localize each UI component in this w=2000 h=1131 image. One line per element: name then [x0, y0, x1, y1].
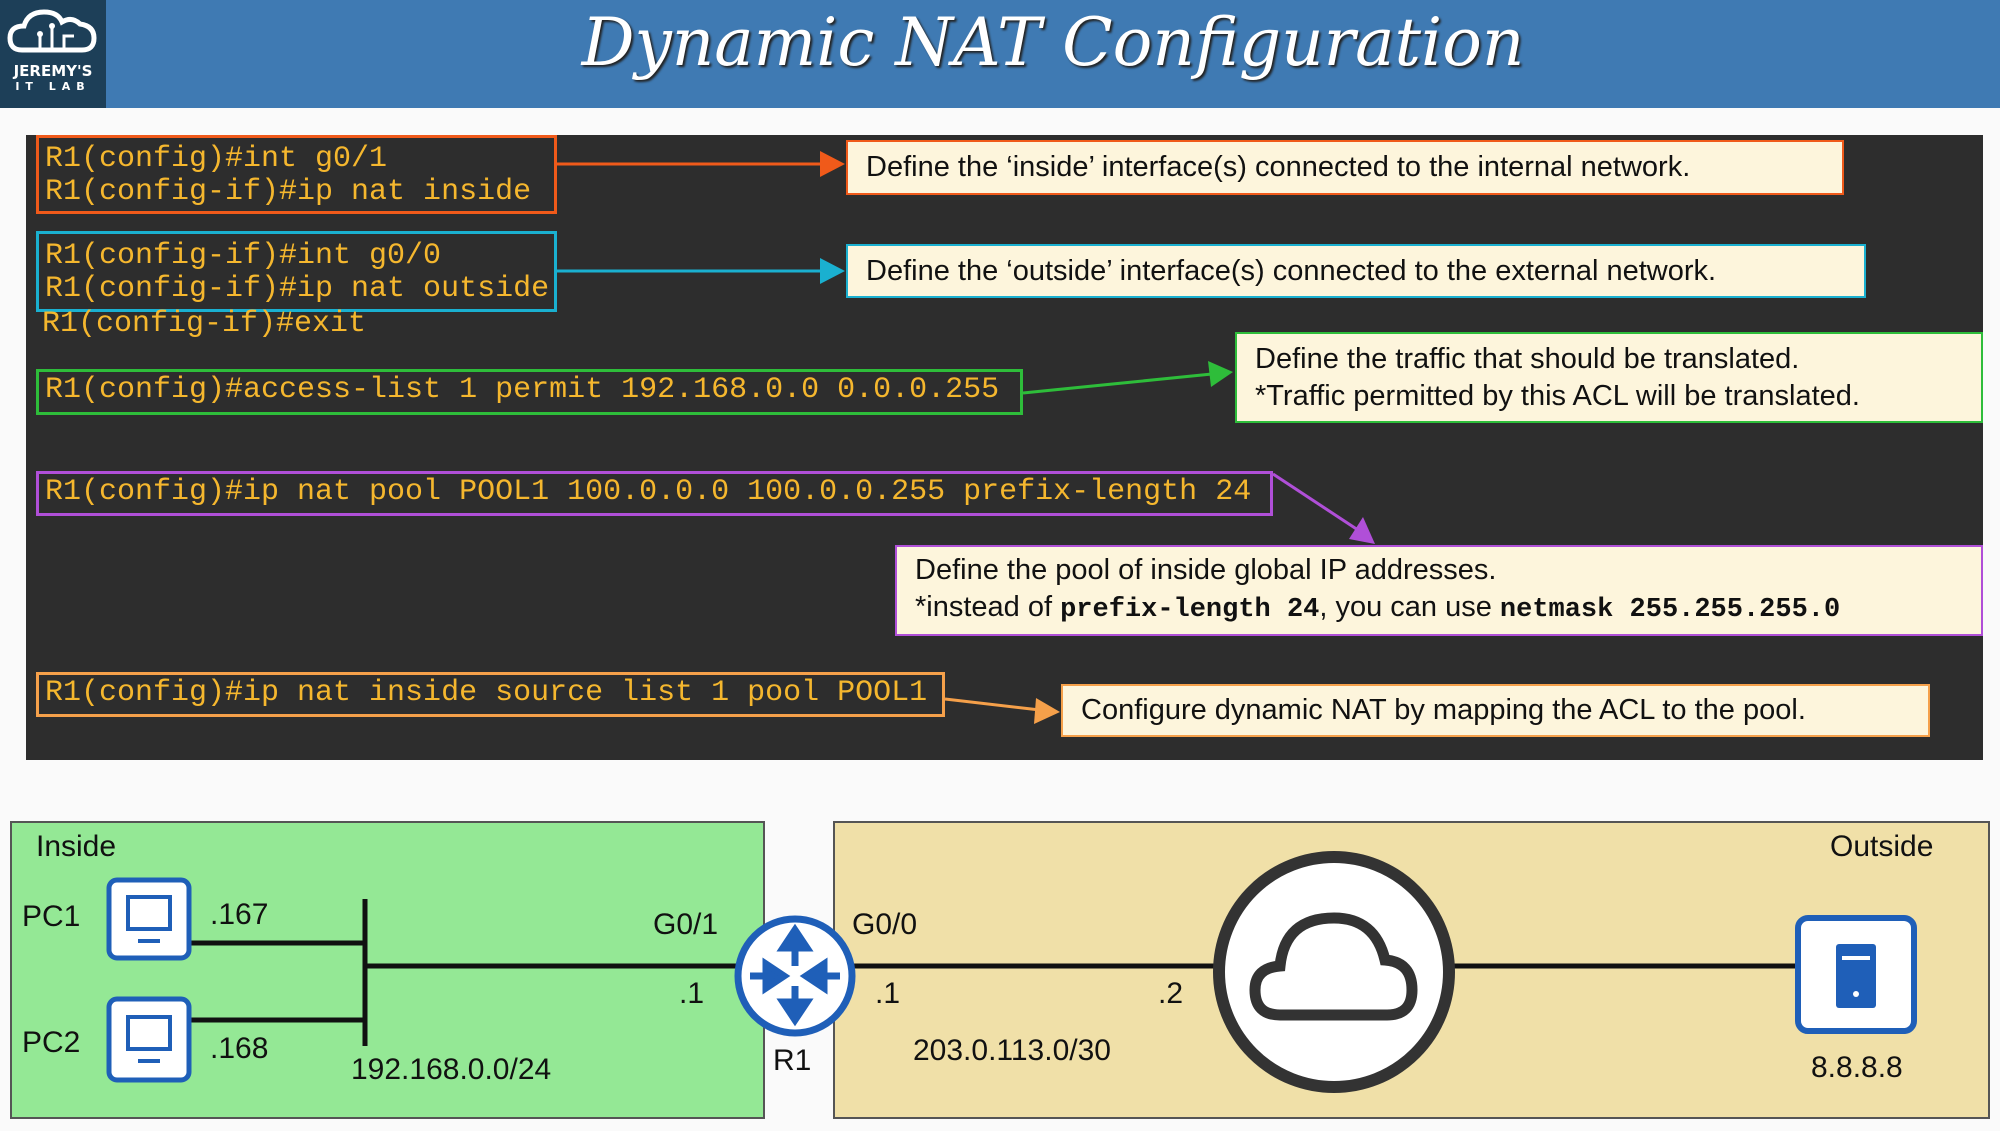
logo-subtext: IT LAB	[15, 80, 91, 93]
callout-nat: Configure dynamic NAT by mapping the ACL…	[1061, 684, 1930, 737]
slide-header	[0, 0, 2000, 108]
pc1-ip: .167	[210, 898, 269, 931]
arrow-acl	[1022, 372, 1213, 395]
pc1-label: PC1	[22, 900, 81, 933]
exit-command: R1(config-if)#exit	[42, 307, 367, 341]
r1-g00-ip: .1	[875, 977, 901, 1010]
arrow-outside-head	[820, 258, 845, 284]
outside-label: Outside	[1830, 830, 1934, 863]
pc1-icon	[106, 877, 192, 961]
logo-cloud-icon	[7, 9, 97, 53]
nat-pool-command: R1(config)#ip nat pool POOL1 100.0.0.0 1…	[36, 471, 1273, 516]
arrow-pool-head	[1349, 517, 1375, 544]
inside-label: Inside	[36, 830, 117, 863]
callout-pool: Define the pool of inside global IP addr…	[895, 545, 1983, 636]
nat-mapping-command: R1(config)#ip nat inside source list 1 p…	[36, 672, 945, 717]
arrow-nat	[944, 697, 1041, 712]
server-ip: 8.8.8.8	[1811, 1051, 1903, 1084]
code-line: R1(config-if)#int g0/0	[45, 239, 442, 273]
pc2-ip: .168	[210, 1032, 269, 1065]
callout-text: Define the ‘outside’ interface(s) connec…	[866, 254, 1717, 287]
page-title: Dynamic NAT Configuration	[581, 4, 1525, 81]
callout-text: *Traffic permitted by this ACL will be t…	[1255, 379, 1860, 412]
callout-text: Define the traffic that should be transl…	[1255, 342, 1800, 375]
pc2-icon	[106, 996, 192, 1083]
acl-command: R1(config)#access-list 1 permit 192.168.…	[36, 369, 1023, 415]
callout-acl: Define the traffic that should be transl…	[1235, 332, 1983, 423]
callout-outside: Define the ‘outside’ interface(s) connec…	[846, 244, 1866, 298]
code-snippet: netmask 255.255.255.0	[1499, 595, 1841, 625]
callout-text-line2: *instead of prefix-length 24, you can us…	[915, 589, 1963, 629]
r1-g01-label: G0/1	[653, 908, 719, 941]
arrow-nat-head	[1034, 698, 1060, 724]
code-line: R1(config)#int g0/1	[45, 142, 388, 176]
callout-text: *instead of	[915, 591, 1061, 623]
router-label: R1	[773, 1044, 812, 1077]
pc2-label: PC2	[22, 1026, 81, 1059]
logo-text: JEREMY'S	[13, 62, 93, 80]
callout-text: Define the ‘inside’ interface(s) connect…	[866, 151, 1691, 183]
r1-g01-ip: .1	[679, 977, 705, 1010]
arrow-pool	[1272, 472, 1359, 532]
server-icon	[1795, 915, 1917, 1034]
callout-text: , you can use	[1319, 591, 1500, 623]
arrow-acl-head	[1208, 361, 1233, 387]
cli-panel	[26, 135, 1983, 760]
outside-subnet: 203.0.113.0/30	[913, 1034, 1111, 1067]
arrow-inside-head	[820, 151, 845, 177]
logo: JEREMY'S IT LAB	[0, 0, 106, 108]
code-snippet: prefix-length 24	[1060, 595, 1320, 625]
code-line: R1(config-if)#ip nat outside	[45, 272, 550, 306]
callout-text: Define the pool of inside global IP addr…	[915, 554, 1497, 586]
cloud-icon	[1213, 851, 1455, 1093]
isp-ip: .2	[1158, 977, 1184, 1010]
callout-text: Configure dynamic NAT by mapping the ACL…	[1081, 694, 1806, 726]
router-icon	[734, 915, 856, 1037]
callout-inside: Define the ‘inside’ interface(s) connect…	[846, 140, 1844, 195]
r1-g00-label: G0/0	[852, 908, 918, 941]
inside-subnet: 192.168.0.0/24	[351, 1053, 552, 1086]
code-line: R1(config-if)#ip nat inside	[45, 175, 532, 209]
